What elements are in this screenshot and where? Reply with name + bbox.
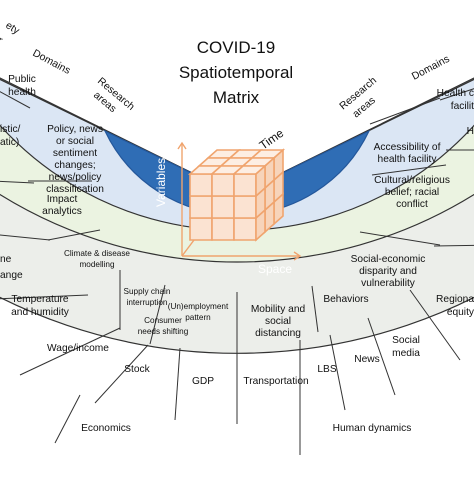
left-domain-public-health: Public health [8, 74, 36, 98]
left-header-domains: Domains [31, 48, 72, 77]
left-header-society: ety [3, 20, 21, 37]
svg-text:Supply chain: Supply chain [124, 287, 171, 296]
right-research-socioeconomic: Social-economic disparity and vulnerabil… [351, 254, 426, 289]
svg-text:Consumer: Consumer [144, 316, 182, 325]
svg-text:Cultural/religious: Cultural/religious [374, 175, 450, 186]
svg-text:Social: Social [392, 335, 420, 346]
left-domain-istic: istic/ atic) [0, 124, 21, 148]
svg-text:Health c: Health c [437, 88, 474, 99]
core-time-label: Time [257, 126, 287, 153]
svg-text:conflict: conflict [396, 199, 428, 210]
right-domain-regional: Regiona equity [436, 294, 474, 318]
title-line-1: COVID-19 [197, 38, 275, 57]
svg-text:equity: equity [447, 307, 474, 318]
left-research-consumer: Consumer needs shifting [138, 316, 189, 336]
left-header-society-2: r [0, 35, 5, 46]
left-domain-ne: ne [0, 254, 12, 265]
data-cube [187, 148, 286, 242]
svg-text:media: media [392, 348, 420, 359]
svg-text:atic): atic) [0, 137, 19, 148]
svg-text:classification: classification [46, 184, 104, 195]
category-human-dynamics: Human dynamics [333, 423, 412, 434]
cube-cell-side [255, 164, 266, 198]
svg-text:interruption: interruption [127, 298, 168, 307]
left-domain-temperature: Temperature and humidity [11, 294, 70, 318]
title-line-2: Spatiotemporal [179, 63, 293, 82]
svg-text:sentiment: sentiment [53, 148, 97, 159]
svg-text:news/policy: news/policy [49, 172, 103, 183]
domains-ring [0, 83, 474, 263]
left-domain-ange: ange [0, 270, 23, 281]
right-domain-lbs: LBS [317, 364, 336, 375]
svg-text:Social-economic: Social-economic [351, 254, 426, 265]
right-domain-news: News [354, 354, 379, 365]
left-research-policy: Policy, news or social sentiment changes… [46, 124, 104, 195]
svg-text:health: health [8, 87, 36, 98]
left-research-climate: Climate & disease modelling [64, 249, 130, 269]
left-research-unemployment: (Un)employment pattern [168, 302, 229, 322]
svg-text:Policy, news: Policy, news [47, 124, 103, 135]
svg-text:facilit: facilit [451, 101, 474, 112]
svg-text:or social: or social [56, 136, 94, 147]
left-domain-stock: Stock [124, 364, 150, 375]
left-domain-wage: Wage/income [47, 343, 109, 354]
svg-text:analytics: analytics [42, 206, 82, 217]
svg-text:Temperature: Temperature [11, 294, 69, 305]
svg-text:vulnerability: vulnerability [361, 278, 416, 289]
right-research-behaviors: Behaviors [323, 294, 368, 305]
right-research-cultural: Cultural/religious belief; racial confli… [374, 175, 450, 210]
svg-text:needs shifting: needs shifting [138, 327, 189, 336]
left-domain-gdp: GDP [192, 376, 214, 387]
svg-text:pattern: pattern [185, 313, 211, 322]
svg-text:health facility: health facility [378, 154, 438, 165]
right-research-accessibility: Accessibility of health facility [374, 142, 441, 165]
core-variables-label: Variables [154, 158, 168, 207]
svg-text:changes;: changes; [54, 160, 95, 171]
right-domain-social-media: Social media [392, 335, 420, 359]
left-research-supply: Supply chain interruption [124, 287, 171, 307]
right-header-domains: Domains [410, 54, 451, 83]
right-domain-transportation: Transportation [243, 376, 308, 387]
right-domain-health: Health c facilit [437, 88, 474, 112]
svg-text:istic/: istic/ [0, 124, 21, 135]
research-dividers [28, 97, 447, 345]
svg-text:Mobility and: Mobility and [251, 304, 306, 315]
domain-dividers [0, 88, 474, 455]
core-space-label: Space [258, 262, 292, 276]
svg-text:Regiona: Regiona [436, 294, 474, 305]
svg-text:distancing: distancing [255, 328, 301, 339]
category-economics: Economics [81, 423, 131, 434]
svg-text:social: social [265, 316, 291, 327]
svg-text:modelling: modelling [79, 260, 114, 269]
left-research-impact: Impact analytics [42, 194, 82, 217]
right-research-mobility: Mobility and social distancing [251, 304, 306, 339]
svg-text:disparity and: disparity and [359, 266, 417, 277]
title-line-3: Matrix [213, 88, 260, 107]
svg-text:Climate & disease: Climate & disease [64, 249, 130, 258]
svg-text:(Un)employment: (Un)employment [168, 302, 229, 311]
right-domain-h: H [467, 126, 474, 137]
svg-text:and humidity: and humidity [11, 307, 70, 318]
svg-text:Accessibility of: Accessibility of [374, 142, 441, 153]
svg-text:Public: Public [8, 74, 36, 85]
svg-text:Impact: Impact [47, 194, 78, 205]
svg-text:belief; racial: belief; racial [385, 187, 439, 198]
